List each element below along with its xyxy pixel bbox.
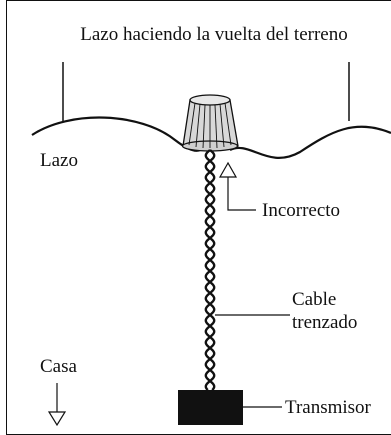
- incorrect-leader-line: [227, 177, 256, 211]
- label-lazo: Lazo: [40, 150, 78, 171]
- twisted-cable-strand-a: [204, 149, 216, 391]
- transmitter-box: [178, 390, 243, 425]
- label-casa: Casa: [40, 356, 78, 377]
- casa-arrow-icon: [47, 411, 67, 427]
- label-incorrecto: Incorrecto: [262, 200, 340, 221]
- twisted-cable-strand-b: [204, 149, 216, 391]
- post-cap: [181, 94, 239, 152]
- incorrect-arrow-icon: [218, 161, 238, 178]
- label-cable: Cable: [292, 289, 336, 310]
- label-transmisor: Transmisor: [285, 397, 372, 418]
- label-trenzado: trenzado: [292, 312, 357, 333]
- diagram-title: Lazo haciendo la vuelta del terreno: [80, 24, 347, 45]
